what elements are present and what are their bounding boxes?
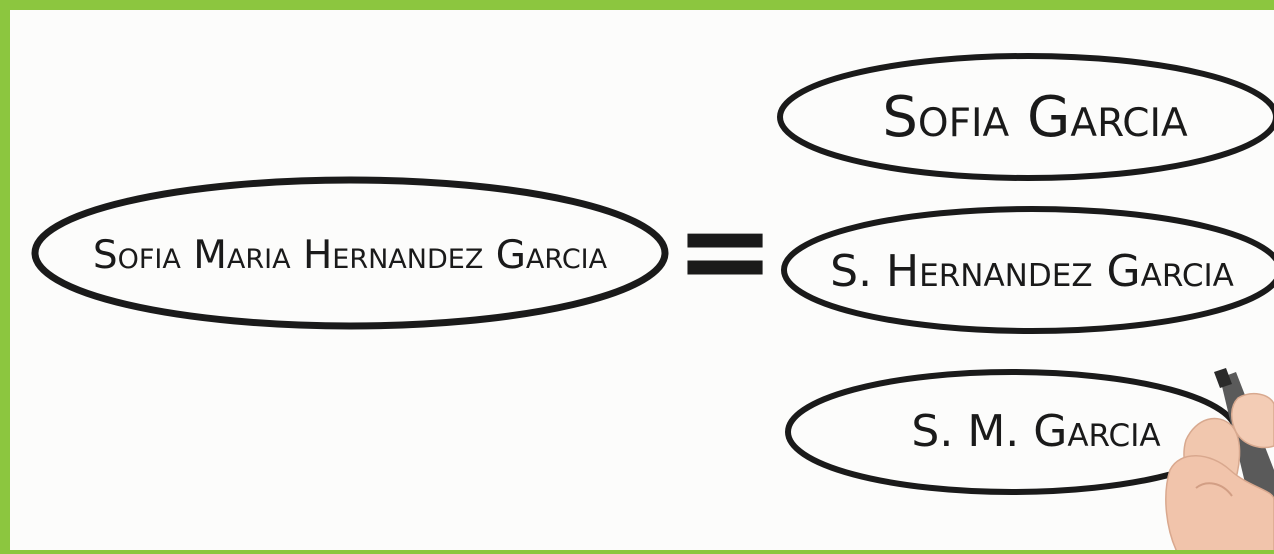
variant-ellipse <box>781 206 1274 334</box>
variant-text: Sofia Garcia <box>882 85 1188 150</box>
source-name-text: Sofia Maria Hernandez Garcia <box>93 233 608 278</box>
variant-node: Sofia Garcia <box>777 53 1274 181</box>
variant-text: S. Hernandez Garcia <box>830 246 1234 297</box>
variant-text: S. M. Garcia <box>911 406 1160 457</box>
variant-node: S. Hernandez Garcia <box>781 206 1274 334</box>
source-name-ellipse <box>31 176 669 330</box>
equals-sign: = <box>675 182 776 321</box>
hand-with-marker-illustration <box>1165 368 1274 550</box>
variant-ellipse <box>777 53 1274 181</box>
source-name-node: Sofia Maria Hernandez Garcia <box>31 176 669 330</box>
